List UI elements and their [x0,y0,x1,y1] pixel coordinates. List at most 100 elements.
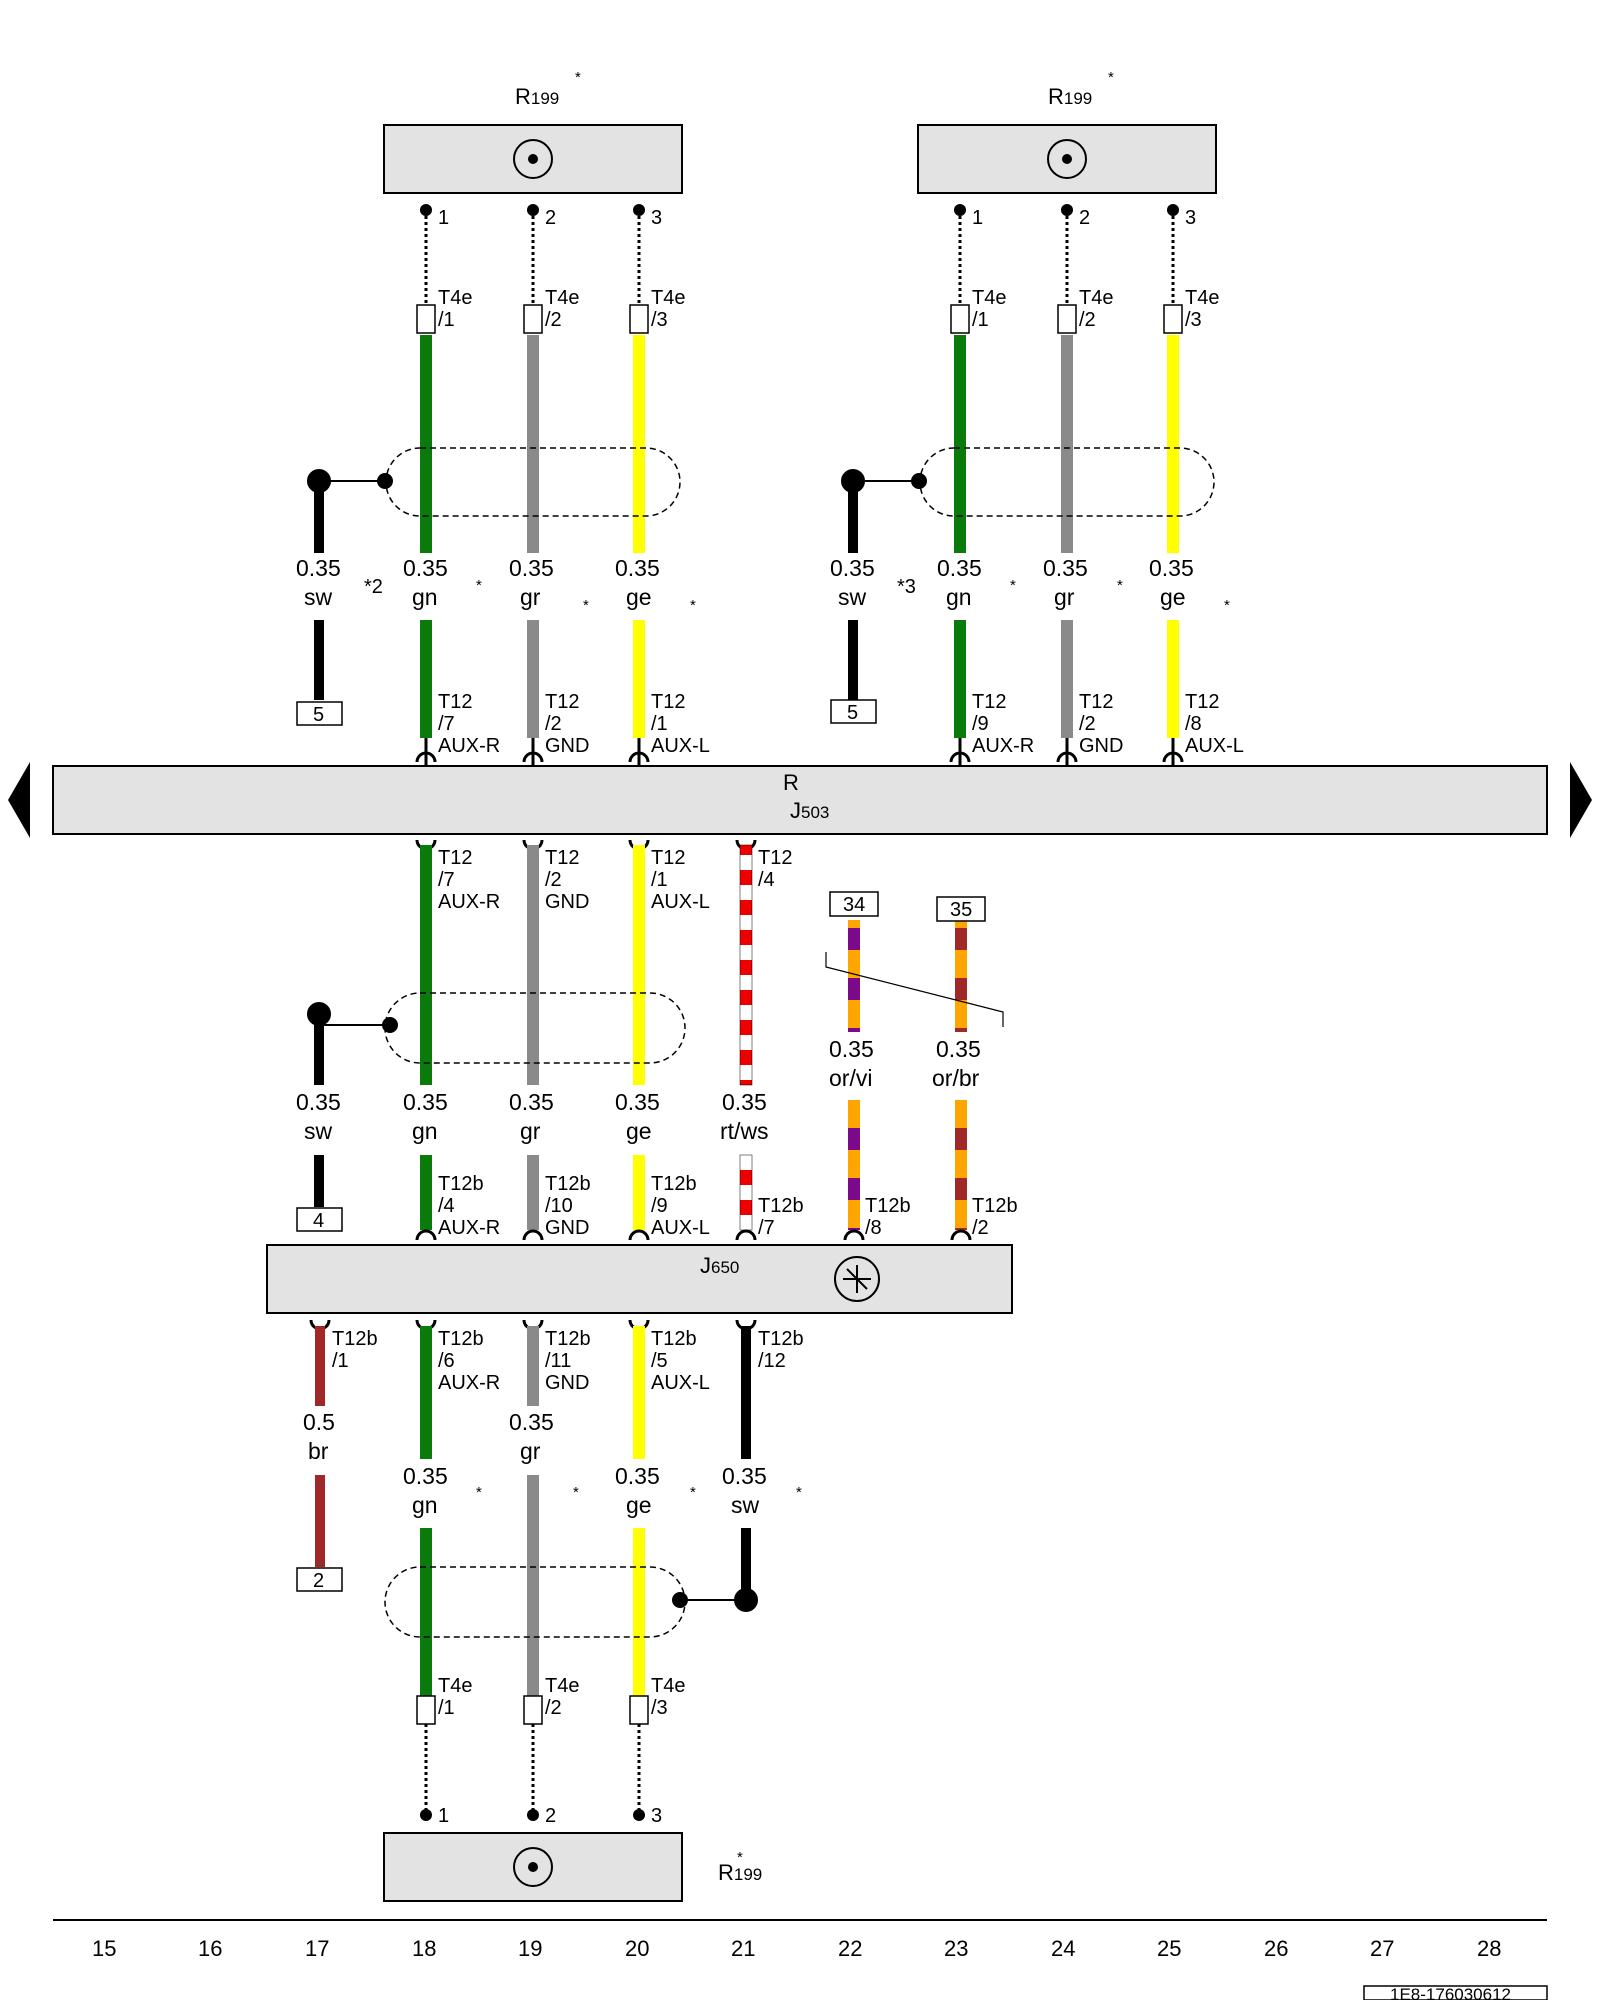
pin-number: 3 [1185,207,1196,229]
speaker-icon-center [528,1862,538,1872]
pin-stubs-j503-top [424,738,1175,766]
svg-text:sw: sw [731,1492,760,1518]
svg-text:sw: sw [304,1118,333,1144]
speaker-pin-numbers-top: 1 2 3 1 2 3 [438,207,1196,229]
svg-text:GND: GND [545,735,589,757]
svg-text:ge: ge [626,584,652,610]
svg-text:21: 21 [731,1936,755,1961]
svg-text:AUX-L: AUX-L [651,1217,710,1239]
svg-text:AUX-L: AUX-L [651,1372,710,1394]
svg-text:22: 22 [838,1936,862,1961]
svg-text:*2: *2 [364,576,383,598]
shield-ground-bottom [672,1588,758,1612]
pin-number: 1 [972,207,983,229]
svg-text:0.35: 0.35 [1043,555,1088,581]
svg-text:T4e: T4e [1185,287,1219,309]
svg-text:AUX-R: AUX-R [438,1372,500,1394]
speaker-icon-center [1062,154,1072,164]
svg-text:*: * [1224,597,1230,614]
ref-boxes-mid: 34 35 [829,891,986,922]
svg-text:T12b: T12b [651,1173,697,1195]
r199-left-label: R199 [515,84,559,109]
wires-bottom-upper [315,1326,751,1459]
shield-mid [384,992,686,1064]
svg-text:or/br: or/br [932,1065,980,1091]
svg-text:T4e: T4e [438,1675,472,1697]
speaker-r199-bottom: R199 * [383,1832,762,1902]
svg-text:0.35: 0.35 [403,1463,448,1489]
svg-text:T4e: T4e [651,1675,685,1697]
r199-bottom-label: R199 [718,1860,762,1885]
svg-text:/8: /8 [865,1217,882,1239]
svg-text:/3: /3 [651,309,668,331]
amplifier-icon [834,1256,880,1302]
svg-text:sw: sw [838,584,867,610]
svg-text:AUX-L: AUX-L [651,891,710,913]
speaker-r199-top-right: R199 * [917,69,1217,194]
speaker-icon [1047,139,1087,179]
svg-text:T12b: T12b [758,1328,804,1350]
ref-box-mid-left: 4 [296,1207,343,1232]
speaker-icon-center [528,154,538,164]
svg-text:*: * [690,597,696,614]
svg-text:/10: /10 [545,1195,573,1217]
svg-text:GND: GND [545,1372,589,1394]
svg-text:/2: /2 [545,309,562,331]
svg-text:T4e: T4e [651,287,685,309]
svg-text:T4e: T4e [1079,287,1113,309]
svg-text:17: 17 [305,1936,329,1961]
column-numbers: 15 16 17 18 19 20 21 22 23 24 25 26 27 2… [92,1936,1501,1961]
svg-text:ge: ge [626,1118,652,1144]
svg-text:T12b: T12b [438,1328,484,1350]
ref-box-bottom-left: 2 [296,1567,343,1592]
svg-text:T12b: T12b [438,1173,484,1195]
svg-text:0.35: 0.35 [615,555,660,581]
wires-top-lower [314,620,1179,738]
svg-text:28: 28 [1477,1936,1501,1961]
svg-text:T4e: T4e [545,287,579,309]
j650-label: J650 [700,1253,739,1278]
svg-text:*: * [1117,577,1123,594]
svg-text:T12: T12 [545,847,579,869]
svg-text:/2: /2 [545,869,562,891]
svg-text:0.35: 0.35 [722,1089,767,1115]
svg-text:0.35: 0.35 [1149,555,1194,581]
svg-text:T12: T12 [438,847,472,869]
svg-text:T4e: T4e [972,287,1006,309]
svg-text:or/vi: or/vi [829,1065,872,1091]
pin-arcs-j650-top [415,1229,972,1241]
svg-text:AUX-L: AUX-L [1185,735,1244,757]
svg-text:/8: /8 [1185,713,1202,735]
twisted-wires-top [424,210,1175,305]
svg-text:23: 23 [944,1936,968,1961]
svg-text:0.35: 0.35 [509,1089,554,1115]
svg-text:/3: /3 [1185,309,1202,331]
wire-labels-top-right: 0.35 sw *3 0.35 gn * 0.35 gr * 0.35 ge * [830,555,1230,614]
ref-boxes-top: 5 5 [296,699,877,726]
svg-text:br: br [308,1438,329,1464]
shield-top [385,447,1215,517]
svg-text:*: * [476,1484,482,1501]
t4e-connectors-top [416,304,1183,334]
t4e-labels-bottom: T4e/1 T4e/2 T4e/3 [438,1675,685,1719]
speaker-pin-dots-bottom [420,1809,645,1821]
svg-text:0.35: 0.35 [615,1463,660,1489]
svg-text:1: 1 [438,1805,449,1827]
svg-text:gn: gn [412,1492,438,1518]
svg-text:/1: /1 [438,309,455,331]
svg-text:*: * [796,1484,802,1501]
svg-text:*: * [1010,577,1016,594]
svg-text:AUX-R: AUX-R [438,735,500,757]
svg-text:16: 16 [198,1936,222,1961]
svg-text:/12: /12 [758,1350,786,1372]
speaker-r199-top-left: R199 * [383,69,683,194]
pin-number: 3 [651,207,662,229]
svg-text:T12b: T12b [972,1195,1018,1217]
svg-text:0.35: 0.35 [509,1409,554,1435]
svg-text:0.35: 0.35 [296,1089,341,1115]
svg-text:0.35: 0.35 [403,555,448,581]
svg-text:18: 18 [412,1936,436,1961]
